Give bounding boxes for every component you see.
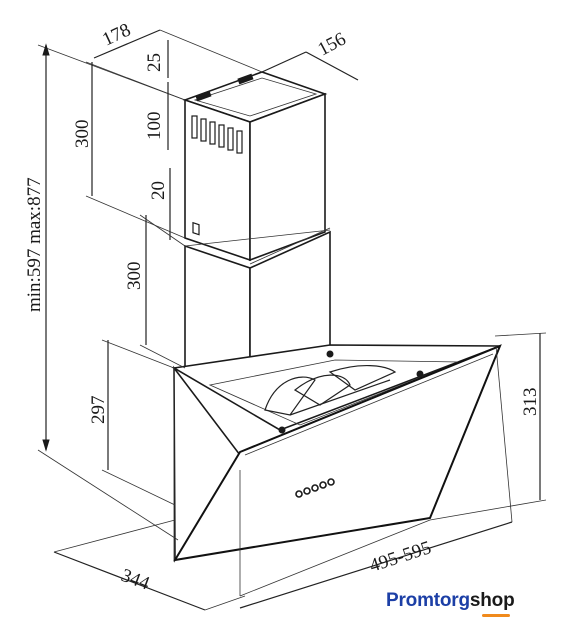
brand-logo-part1: Promtorg	[386, 590, 470, 611]
dim-gap: 20	[148, 181, 169, 200]
brand-logo-part2: shop	[469, 590, 515, 611]
lower-chimney	[184, 227, 331, 394]
dim-total-height: min:597 max:877	[24, 177, 45, 312]
dim-chimney-width: 178	[99, 19, 134, 50]
dim-hood-depth: 344	[118, 565, 152, 595]
dim-hood-front-height: 313	[520, 388, 541, 417]
dim-upper-overlap: 100	[144, 112, 165, 141]
hood-body	[171, 344, 501, 563]
dim-chimney-depth: 156	[314, 28, 349, 60]
dim-lower-chimney-height: 300	[124, 262, 145, 291]
dimension-lines	[37, 29, 547, 611]
glass-front-panel	[173, 344, 502, 562]
dim-top-offset: 25	[144, 53, 165, 72]
control-buttons	[295, 478, 335, 498]
dim-hood-width: 495-595	[367, 537, 434, 577]
brand-logo: Promtorgshop	[386, 590, 515, 617]
dim-hood-side-height: 297	[88, 396, 109, 425]
brand-logo-underline	[482, 614, 510, 617]
dim-upper-chimney-height: 300	[72, 120, 93, 149]
upper-chimney	[182, 71, 328, 262]
